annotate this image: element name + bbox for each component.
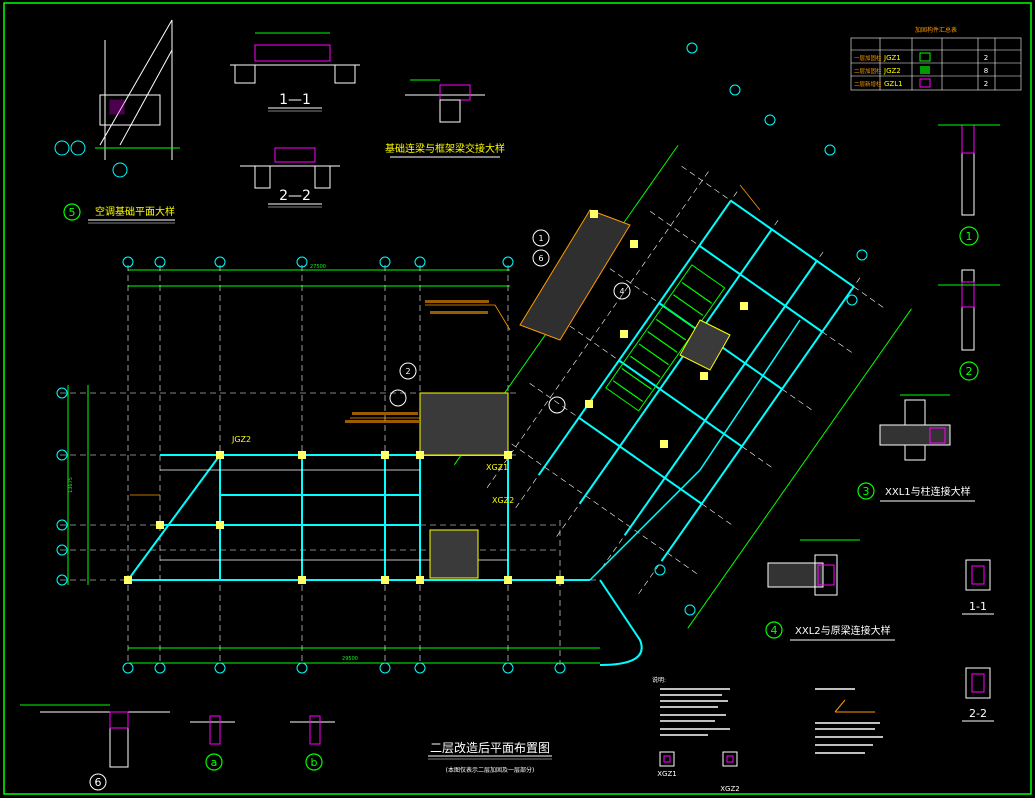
callout-1: 1 — [538, 234, 543, 243]
callout-4: 4 — [619, 287, 624, 296]
plan-diagonal-wing — [453, 145, 912, 666]
detail-a — [190, 715, 235, 745]
column-section-2-2 — [965, 667, 991, 699]
callout-6: 6 — [538, 254, 543, 263]
legend-row-2-count: 8 — [984, 67, 988, 75]
column-section-1-1 — [965, 559, 991, 591]
sheet-frame — [3, 2, 1032, 795]
dim-top-total: 27500 — [310, 264, 326, 270]
notes-orange-sample — [834, 699, 875, 713]
section-2-number: 2 — [966, 365, 973, 378]
legend-row-2-name: 二层加固柱 — [854, 67, 882, 75]
detail-4-xxl2 — [767, 539, 860, 596]
detail-b — [290, 715, 335, 745]
hatched-reinforcement-zones — [419, 209, 731, 579]
detail-3-number: 3 — [863, 485, 870, 498]
plan-notes — [130, 184, 761, 496]
detail-5-aircon-base — [54, 19, 180, 178]
detail-6-number: 6 — [95, 776, 102, 789]
notes-title: 说明: — [652, 676, 666, 684]
column-section-2-2-label: 2-2 — [969, 707, 987, 720]
detail-b-label: b — [311, 756, 318, 769]
detail-3-title: XXL1与柱连接大样 — [885, 485, 971, 498]
detail-a-label: a — [211, 756, 218, 769]
notes-lines — [660, 688, 883, 754]
detail-section-2-2 — [240, 147, 340, 189]
xgz2-label: XGZ2 — [720, 785, 739, 793]
label-xgz1: XGZ1 — [486, 463, 508, 472]
callout-2: 2 — [405, 367, 410, 376]
legend-row-1-name: 一层加固柱 — [854, 54, 882, 62]
legend-title: 加固构件汇总表 — [915, 26, 957, 34]
detail-5-number: 5 — [69, 206, 76, 219]
detail-1-1-label: 1—1 — [279, 92, 311, 108]
legend-row-3-code: GZL1 — [884, 80, 903, 88]
right-section-2 — [938, 269, 1000, 351]
legend-row-1-code: JGZ1 — [883, 54, 901, 62]
detail-beam-joint — [405, 79, 485, 123]
detail-3-xxl1 — [879, 394, 951, 461]
xgz2-section — [722, 751, 738, 767]
plan-section-callouts — [389, 229, 631, 414]
label-jgz2: JGZ2 — [231, 435, 251, 444]
detail-6 — [20, 704, 170, 768]
xgz1-label: XGZ1 — [657, 770, 676, 778]
label-xgz2: XGZ2 — [492, 496, 514, 505]
beam-joint-title: 基础连梁与框架梁交接大样 — [385, 142, 505, 155]
detail-4-number: 4 — [771, 624, 778, 637]
plan-title: 二层改造后平面布置图 — [430, 741, 550, 755]
legend-row-3-count: 2 — [984, 80, 988, 88]
section-1-number: 1 — [966, 230, 973, 243]
legend-row-2-code: JGZ2 — [883, 67, 901, 75]
detail-2-2-label: 2—2 — [279, 188, 311, 204]
column-section-1-1-label: 1-1 — [969, 600, 987, 613]
column-markers — [124, 210, 748, 584]
detail-section-1-1 — [230, 32, 360, 84]
plan-subtitle: (本图仅表示二层加固及一层部分) — [446, 766, 535, 774]
legend-row-1-count: 2 — [984, 54, 988, 62]
legend-table — [850, 37, 1022, 91]
detail-4-title: XXL2与原梁连接大样 — [795, 624, 891, 637]
right-section-1 — [938, 124, 1000, 216]
dim-left-total: 13675 — [68, 477, 74, 493]
detail-5-title: 空调基础平面大样 — [95, 205, 175, 218]
legend-row-3-name: 二层新增柱 — [854, 80, 882, 88]
xgz1-section — [659, 751, 675, 767]
axis-bubbles — [56, 42, 868, 674]
dim-bottom-total: 29500 — [342, 656, 358, 662]
